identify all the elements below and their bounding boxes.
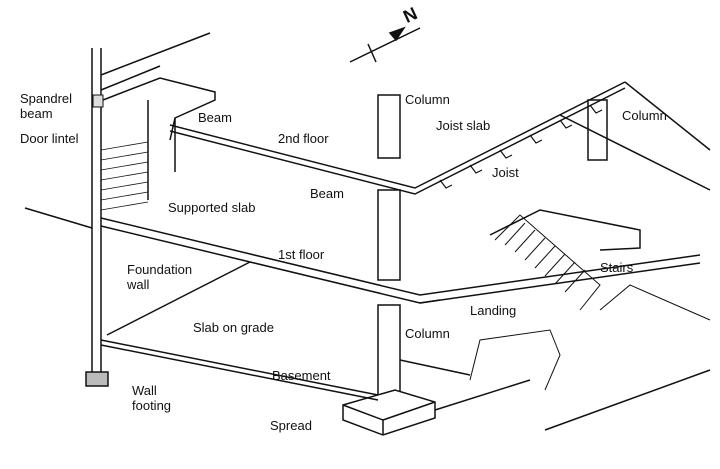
stairs: [469, 214, 711, 391]
label-beam-upper: Beam: [198, 110, 232, 125]
label-joist: Joist: [492, 165, 519, 180]
left-wall: [91, 32, 216, 372]
label-line: Wall: [132, 383, 157, 398]
label-line: footing: [132, 398, 172, 413]
label-supported-slab: Supported slab: [168, 200, 256, 215]
label-basement: Basement: [272, 368, 331, 383]
label-beam-mid: Beam: [310, 186, 344, 201]
label-column-right: Column: [622, 108, 667, 123]
label-door-lintel: Door lintel: [20, 131, 79, 146]
label-spread: Spread: [270, 418, 312, 433]
label-first-floor: 1st floor: [278, 247, 325, 262]
label-column-top: Column: [405, 92, 450, 107]
basement-floor: [85, 261, 711, 431]
label-joist-slab: Joist slab: [436, 118, 491, 133]
label-slab-on-grade: Slab on grade: [193, 320, 274, 335]
label-stairs: Stairs: [600, 260, 634, 275]
label-line: wall: [127, 277, 150, 292]
label-column-lower: Column: [405, 326, 450, 341]
label-second-floor: 2nd floor: [278, 131, 329, 146]
ground-line: [24, 207, 93, 229]
label-line: Foundation: [127, 262, 193, 277]
columns: [342, 94, 608, 436]
label-line: beam: [20, 106, 53, 121]
north-arrow-icon: [349, 26, 421, 63]
label-line: Spandrel: [20, 91, 73, 106]
second-floor-slab: [169, 81, 711, 195]
label-landing: Landing: [470, 303, 517, 318]
